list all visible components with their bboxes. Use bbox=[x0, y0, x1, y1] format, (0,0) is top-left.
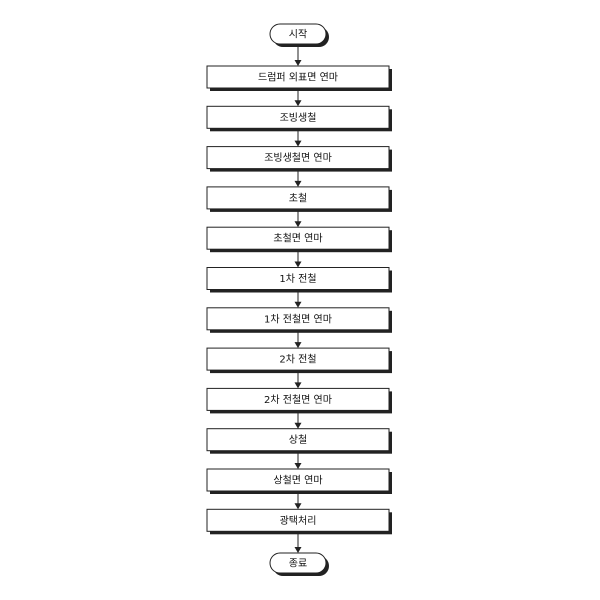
process-step-label: 드럼퍼 외표면 연마 bbox=[258, 71, 338, 84]
process-step-label: 1차 전철 bbox=[279, 273, 316, 285]
connector-arrowhead bbox=[294, 180, 302, 187]
flowchart-connectors bbox=[294, 44, 302, 553]
process-step: 1차 전철면 연마 bbox=[206, 307, 392, 333]
start-terminal-shape bbox=[269, 23, 327, 45]
process-step-label: 초철면 연마 bbox=[273, 233, 322, 245]
process-step: 상철면 연마 bbox=[206, 468, 392, 494]
process-step-label: 조빙생철면 연마 bbox=[264, 152, 332, 164]
process-step-box bbox=[206, 387, 390, 411]
end-terminal: 종료 bbox=[269, 552, 329, 576]
end-label: 종료 bbox=[289, 558, 307, 570]
process-step-label: 광택처리 bbox=[280, 515, 317, 527]
process-step-box bbox=[206, 347, 390, 371]
process-step-label: 상철 bbox=[289, 434, 307, 446]
connector-arrowhead bbox=[294, 422, 302, 429]
process-step: 2차 전철 bbox=[206, 347, 392, 374]
process-step-box bbox=[206, 267, 390, 290]
process-step-label: 1차 전철면 연마 bbox=[264, 313, 332, 325]
connector-arrowhead bbox=[294, 301, 302, 308]
connector-arrowhead bbox=[294, 547, 302, 553]
process-step-label: 2차 전철 bbox=[279, 354, 316, 366]
process-step: 드럼퍼 외표면 연마 bbox=[206, 65, 392, 91]
process-step-box bbox=[206, 105, 390, 129]
connector-arrowhead bbox=[294, 463, 302, 469]
connector-arrowhead bbox=[294, 503, 302, 510]
process-step-box bbox=[206, 428, 390, 452]
connector-arrowhead bbox=[294, 261, 302, 268]
connector-arrowhead bbox=[294, 140, 302, 147]
start-terminal: 시작 bbox=[269, 23, 329, 47]
process-step-box bbox=[206, 508, 390, 532]
process-step-label: 초철 bbox=[289, 192, 307, 204]
process-step-box bbox=[206, 468, 390, 492]
process-step: 2차 전철면 연마 bbox=[206, 387, 392, 414]
end-terminal-shape bbox=[269, 552, 327, 574]
process-step: 초철 bbox=[206, 186, 392, 212]
process-step: 상철 bbox=[206, 428, 392, 454]
connector-arrowhead bbox=[294, 342, 302, 349]
process-step-label: 조빙생철 bbox=[280, 112, 317, 124]
start-label: 시작 bbox=[289, 29, 307, 41]
process-step: 1차 전철 bbox=[206, 267, 392, 293]
connector-arrowhead bbox=[294, 221, 302, 228]
process-step-box bbox=[206, 307, 390, 331]
process-step: 광택처리 bbox=[206, 508, 392, 535]
process-step: 조빙생철 bbox=[206, 105, 392, 132]
process-step-box bbox=[206, 146, 390, 170]
process-step-box bbox=[206, 186, 390, 210]
process-step-label: 상철면 연마 bbox=[273, 475, 322, 487]
process-step: 조빙생철면 연마 bbox=[206, 146, 392, 172]
connector-arrowhead bbox=[294, 382, 302, 389]
process-step-box bbox=[206, 65, 390, 89]
process-step-label: 2차 전철면 연마 bbox=[264, 394, 332, 406]
connector-arrowhead bbox=[294, 60, 302, 66]
connector-arrowhead bbox=[294, 100, 302, 107]
process-step-box bbox=[206, 226, 390, 250]
process-step: 초철면 연마 bbox=[206, 226, 392, 253]
